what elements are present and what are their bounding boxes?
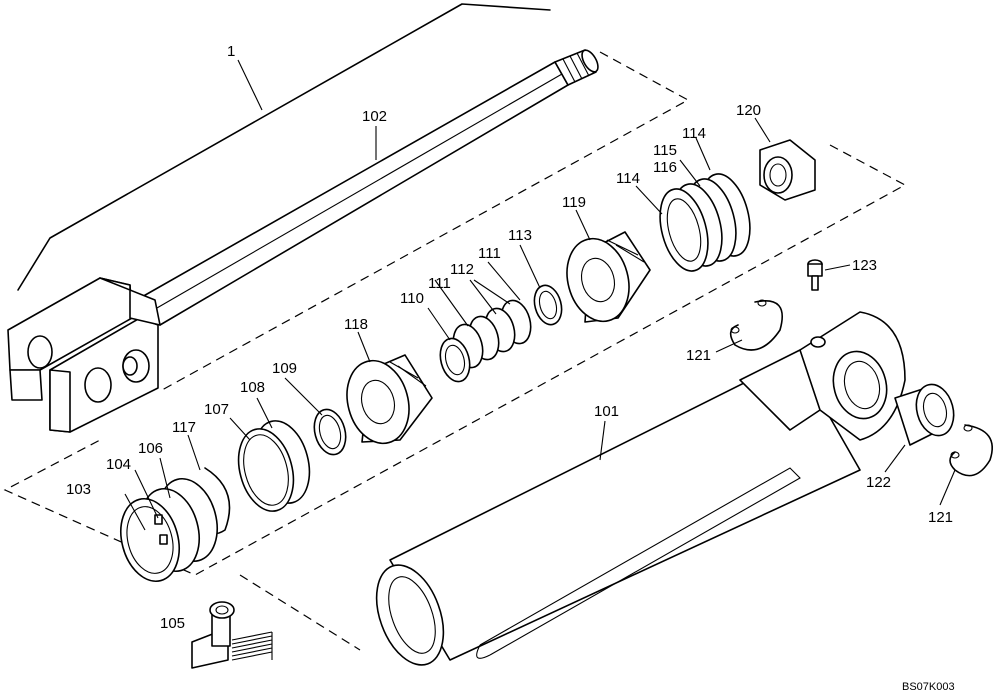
label-107: 107 bbox=[204, 401, 229, 418]
label-118: 118 bbox=[344, 316, 368, 333]
bushing-122 bbox=[894, 383, 955, 446]
leader-lines bbox=[124, 59, 956, 531]
dashed-boundary-rod bbox=[161, 51, 690, 391]
label-122: 122 bbox=[866, 474, 891, 491]
label-113: 113 bbox=[508, 227, 532, 244]
label-114a: 114 bbox=[616, 170, 640, 187]
part-labels: 1 102 101 103 104 106 117 107 108 109 11… bbox=[66, 43, 955, 693]
label-108: 108 bbox=[240, 379, 265, 396]
label-119: 119 bbox=[562, 194, 586, 211]
label-115: 115 bbox=[653, 142, 677, 159]
fitting-105 bbox=[191, 601, 273, 669]
label-123: 123 bbox=[852, 257, 877, 274]
label-109: 109 bbox=[272, 360, 297, 377]
snap-ring-121-lower bbox=[949, 424, 993, 477]
label-1: 1 bbox=[227, 43, 235, 60]
label-112: 112 bbox=[450, 261, 474, 278]
label-116: 116 bbox=[653, 159, 677, 176]
label-120: 120 bbox=[736, 102, 761, 119]
label-121b: 121 bbox=[928, 509, 953, 526]
piston-rod bbox=[7, 49, 599, 433]
label-105: 105 bbox=[160, 615, 185, 632]
label-103: 103 bbox=[66, 481, 91, 498]
piston-seals-114-116 bbox=[659, 173, 751, 272]
drawing-code: BS07K003 bbox=[902, 681, 955, 693]
label-101: 101 bbox=[594, 403, 619, 420]
label-106: 106 bbox=[138, 440, 163, 457]
label-111a: 111 bbox=[428, 275, 451, 292]
rings-107-108 bbox=[237, 420, 311, 512]
rod-seals-110-112 bbox=[439, 299, 532, 383]
o-ring-113 bbox=[533, 284, 563, 326]
label-110: 110 bbox=[400, 290, 424, 307]
label-114b: 114 bbox=[682, 125, 706, 142]
cylinder-tube bbox=[375, 311, 906, 666]
lock-nut bbox=[759, 139, 816, 201]
snap-ring-121-upper bbox=[729, 299, 783, 351]
grease-nipple-123 bbox=[807, 259, 823, 291]
label-102: 102 bbox=[362, 108, 387, 125]
label-117: 117 bbox=[172, 419, 196, 436]
seal-109 bbox=[313, 408, 347, 456]
rod-gland bbox=[346, 354, 433, 445]
label-111b: 111 bbox=[478, 245, 501, 262]
dust-seal-103-106 bbox=[120, 477, 218, 583]
piston bbox=[566, 231, 651, 323]
assembly-bracket-line bbox=[17, 3, 551, 291]
label-121a: 121 bbox=[686, 347, 711, 364]
label-104: 104 bbox=[106, 456, 131, 473]
dashed-boundary-tube bbox=[239, 574, 361, 651]
